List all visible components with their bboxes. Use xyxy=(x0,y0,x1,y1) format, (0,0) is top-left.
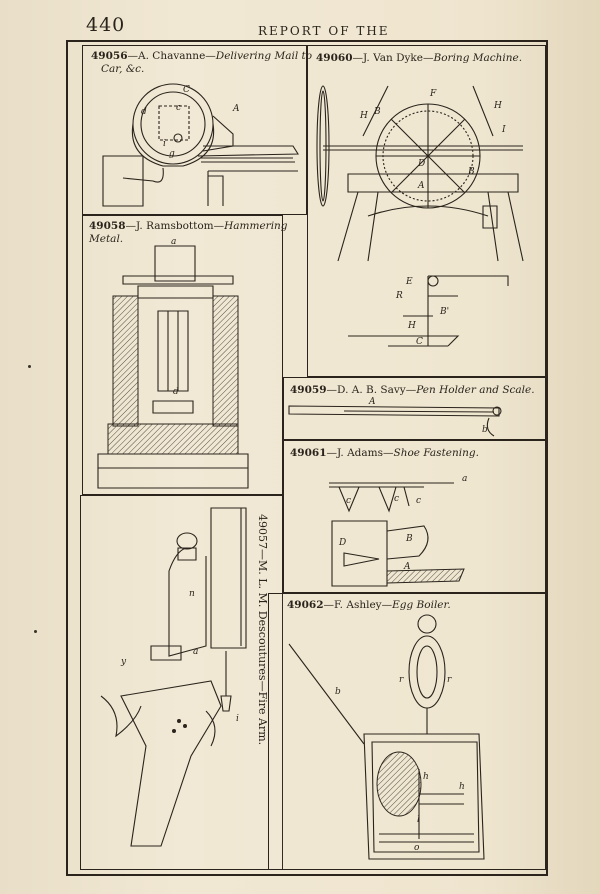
boring-machine-drawing: F H B H I D A B E R B' H C xyxy=(308,46,547,347)
svg-text:c: c xyxy=(394,494,399,504)
svg-text:C: C xyxy=(183,85,190,95)
panel-adams: 49061—J. Adams—Shoe Fastening. a c c c D… xyxy=(283,440,546,593)
svg-text:a: a xyxy=(193,647,198,657)
svg-text:H: H xyxy=(407,321,416,331)
caption-ramsbottom: 49058—J. Ramsbottom—Hammering Metal. xyxy=(89,220,288,245)
panel-chavanne: 49056—A. Chavanne—Delivering Mail to Car… xyxy=(82,45,312,216)
caption-chavanne: 49056—A. Chavanne—Delivering Mail to Car… xyxy=(91,50,313,75)
svg-text:R: R xyxy=(395,291,403,301)
svg-text:l: l xyxy=(417,815,420,825)
panel-savy: 49059—D. A. B. Savy—Pen Holder and Scale… xyxy=(283,377,546,440)
svg-text:h: h xyxy=(423,772,429,782)
svg-text:A: A xyxy=(232,104,240,114)
panel-ashley: 49062—F. Ashley—Egg Boiler. b r r h h l … xyxy=(268,593,546,870)
svg-text:B: B xyxy=(405,534,413,544)
mail-delivery-drawing: C d c A i g xyxy=(83,46,308,216)
svg-text:a: a xyxy=(171,237,176,247)
svg-text:a: a xyxy=(462,474,467,484)
fire-arm-drawing: n a y i xyxy=(81,496,284,871)
hammering-metal-drawing: a d xyxy=(83,237,284,496)
svg-text:n: n xyxy=(189,589,195,599)
caption-adams: 49061—J. Adams—Shoe Fastening. xyxy=(290,447,479,459)
svg-text:c: c xyxy=(176,103,181,113)
caption-vandyke: 49060—J. Van Dyke—Boring Machine. xyxy=(316,52,523,64)
ink-speck xyxy=(34,630,37,633)
svg-text:y: y xyxy=(120,657,127,667)
panel-ramsbottom: 49058—J. Ramsbottom—Hammering Metal. a d xyxy=(82,215,288,496)
svg-text:H: H xyxy=(493,101,502,111)
ink-speck xyxy=(28,365,31,368)
svg-text:o: o xyxy=(414,843,420,853)
running-head: REPORT OF THE xyxy=(258,24,390,38)
svg-text:B': B' xyxy=(439,307,449,317)
svg-text:F: F xyxy=(429,89,437,99)
svg-text:r: r xyxy=(399,675,404,685)
caption-savy: 49059—D. A. B. Savy—Pen Holder and Scale… xyxy=(290,384,535,396)
svg-text:d: d xyxy=(173,387,179,397)
svg-text:A: A xyxy=(368,397,376,407)
svg-text:D: D xyxy=(417,159,425,169)
svg-text:B: B xyxy=(373,107,381,117)
caption-ashley: 49062—F. Ashley—Egg Boiler. xyxy=(287,599,451,611)
page-number: 440 xyxy=(86,14,126,36)
plate-frame xyxy=(66,40,548,876)
svg-text:E: E xyxy=(405,277,413,287)
svg-text:I: I xyxy=(501,125,506,135)
svg-text:i: i xyxy=(163,139,166,149)
svg-text:b: b xyxy=(335,687,341,697)
svg-text:C: C xyxy=(416,337,423,347)
svg-text:r: r xyxy=(447,675,452,685)
svg-text:b: b xyxy=(482,425,488,435)
pen-holder-drawing: A b xyxy=(284,397,547,441)
shoe-fastening-drawing: a c c c D B A xyxy=(284,474,467,594)
svg-text:A: A xyxy=(403,562,411,572)
egg-boiler-drawing: b r r h h l o xyxy=(269,594,547,871)
svg-text:c: c xyxy=(346,496,351,506)
svg-text:c: c xyxy=(416,496,421,506)
panel-descoutures: 49057—M. L. M. Descoutures—Fire Arm. n a… xyxy=(80,495,283,870)
svg-text:h: h xyxy=(459,782,465,792)
svg-text:B: B xyxy=(467,167,475,177)
svg-text:d: d xyxy=(141,107,147,117)
svg-text:i: i xyxy=(236,714,239,724)
svg-text:H: H xyxy=(359,111,368,121)
svg-text:A: A xyxy=(417,181,425,191)
panel-vandyke: 49060—J. Van Dyke—Boring Machine. F H B … xyxy=(307,45,546,377)
svg-text:g: g xyxy=(169,149,175,159)
svg-text:D: D xyxy=(338,538,346,548)
